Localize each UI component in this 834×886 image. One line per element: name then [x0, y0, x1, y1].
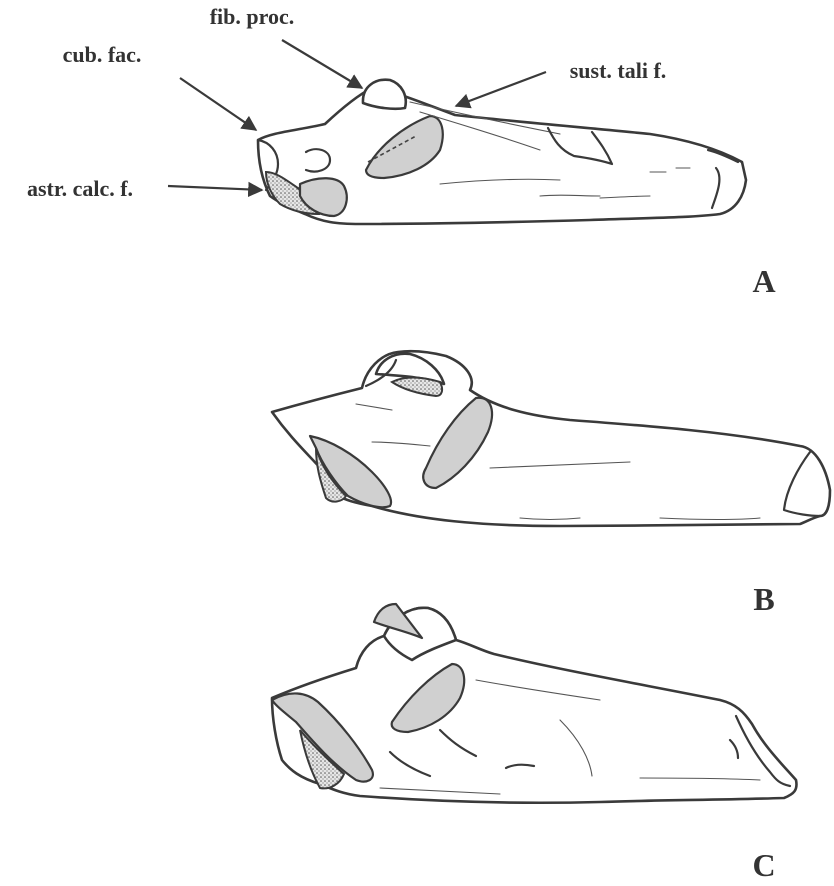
label-astragalocalcaneal-facet: astr. calc. f.: [27, 176, 133, 201]
arrow-cuboid-facet: [180, 78, 256, 130]
panel-b: [272, 351, 830, 526]
arrow-fibular-process: [282, 40, 362, 88]
panel-a: [258, 80, 746, 224]
arrow-sustentaculum-tali-facet: [456, 72, 546, 106]
panel-c: [272, 604, 797, 803]
label-fibular-process: fib. proc.: [210, 4, 295, 29]
arrow-astragalocalcaneal-facet: [168, 186, 262, 190]
label-cuboid-facet: cub. fac.: [63, 42, 142, 67]
label-sustentaculum-tali-facet: sust. tali f.: [570, 58, 667, 83]
panel-letter-a: A: [752, 263, 775, 299]
panel-letter-c: C: [752, 847, 775, 883]
panel-letter-b: B: [753, 581, 774, 617]
fibular-process-knob-a: [363, 80, 406, 109]
